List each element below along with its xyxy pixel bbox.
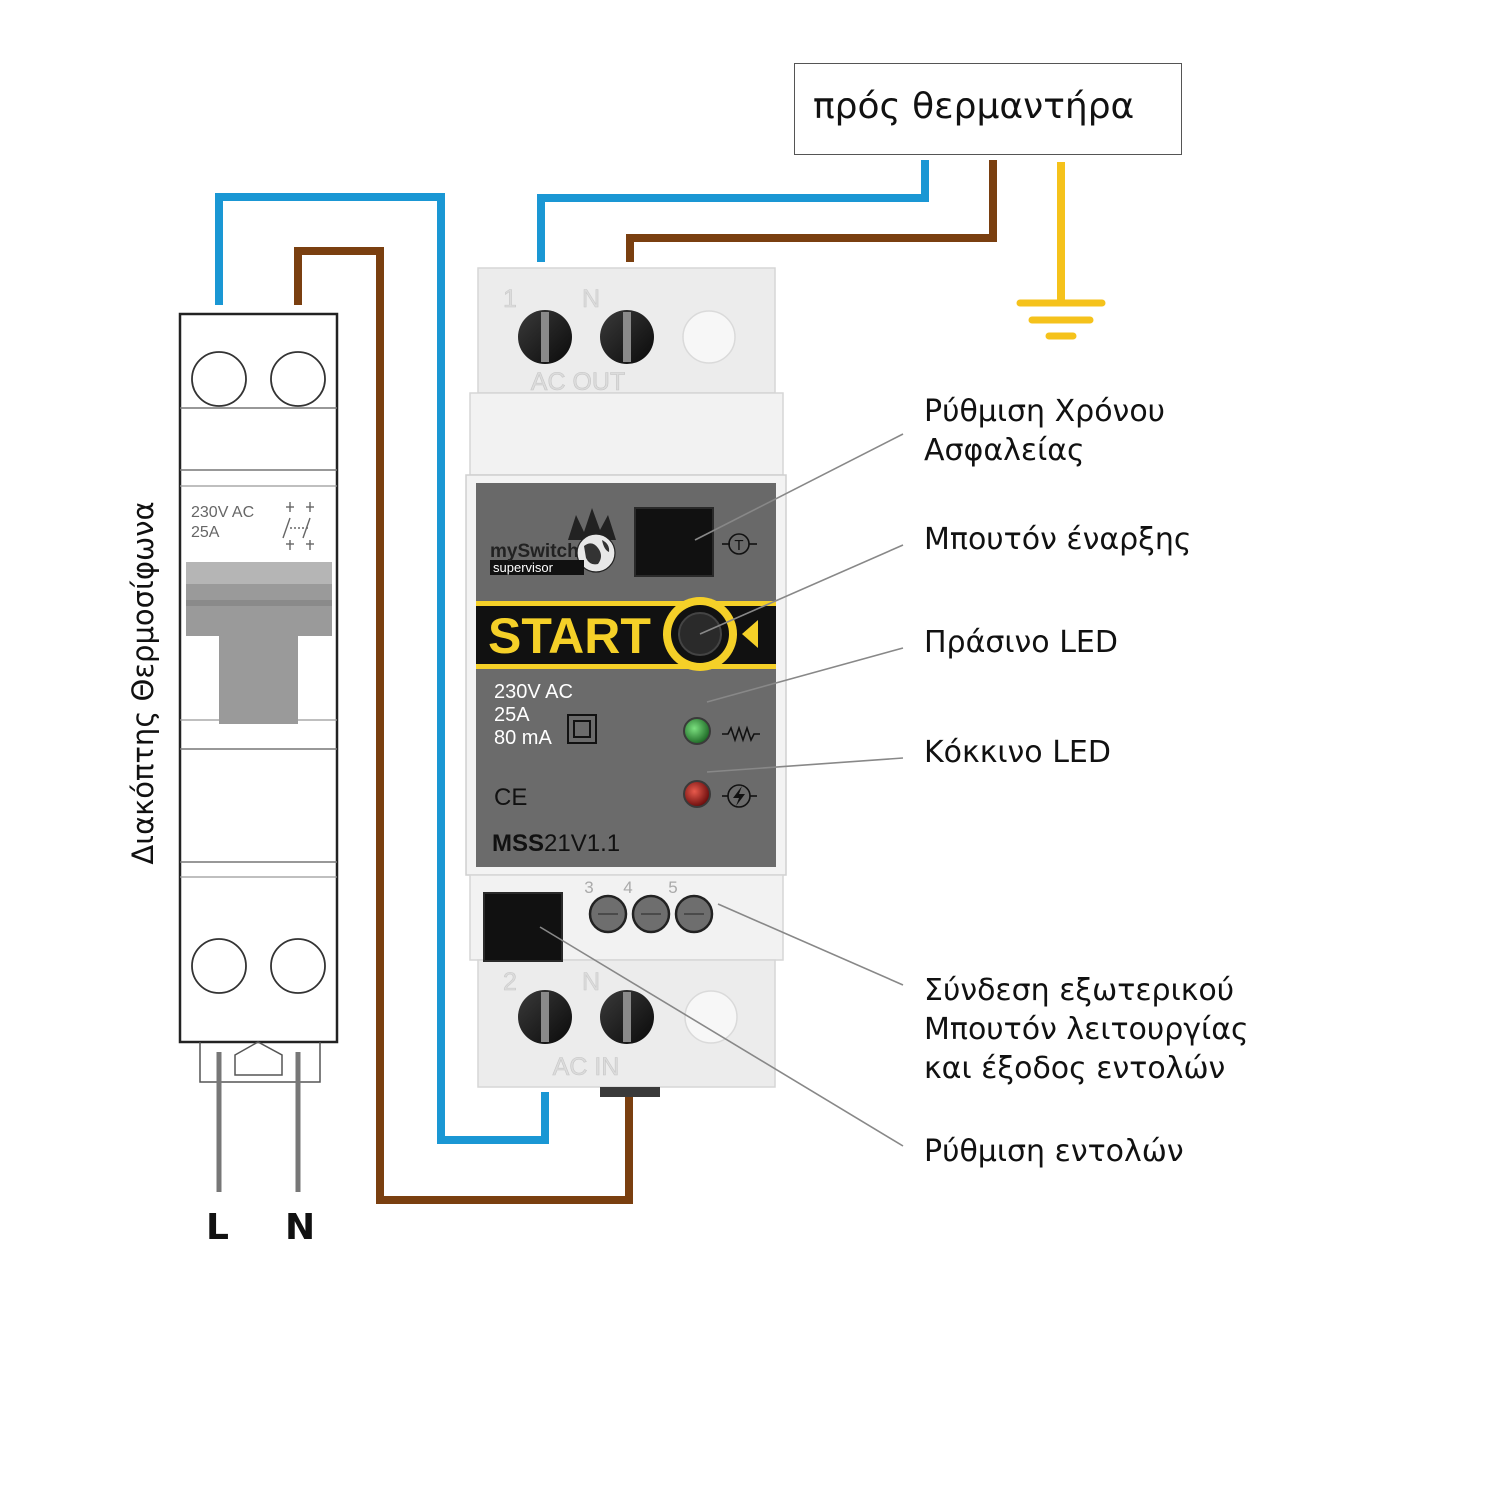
- live-wire-to-heater: [626, 160, 997, 262]
- myswitch-device: 1 N AC OUT mySwitch supervisor: [465, 267, 787, 1097]
- command-setting-switch[interactable]: [483, 892, 563, 962]
- spec-voltage: 230V AC: [494, 681, 573, 703]
- breaker-bottom-terminal-right: [270, 938, 326, 994]
- in-blank-socket: [684, 990, 738, 1044]
- switch-contact-icon: [282, 502, 314, 550]
- neutral-wire-breaker-to-ac-in: [215, 193, 549, 1144]
- neutral-wire-to-heater: [537, 160, 929, 262]
- safety-time-switch[interactable]: [634, 507, 714, 577]
- brand-sub: supervisor: [493, 560, 554, 575]
- model-number: MSS21V1.1: [492, 830, 620, 857]
- brand-name: mySwitch: [490, 541, 579, 562]
- mains-neutral-label: N: [285, 1207, 316, 1248]
- in-terminal-n-label: N: [582, 968, 600, 996]
- callout-command-setting: Ρύθμιση εντολών: [924, 1134, 1184, 1169]
- in-screw-n: [600, 990, 654, 1044]
- callout-red-led: Κόκκινο LED: [924, 735, 1111, 770]
- live-wire-breaker-to-ac-in: [294, 247, 633, 1204]
- ac-in-label: AC IN: [553, 1053, 620, 1081]
- double-insulation-icon: [567, 714, 597, 744]
- breaker-bottom-terminal-left: [191, 938, 247, 994]
- heater-box: πρός θερμαντήρα: [794, 63, 1182, 155]
- red-led: [683, 780, 711, 808]
- spec-current: 25A: [494, 704, 530, 726]
- aux-terminal-5-label: 5: [668, 878, 677, 897]
- out-screw-n: [600, 310, 654, 364]
- resistor-heater-icon: [722, 725, 760, 743]
- breaker-rating-voltage: 230V AC: [191, 504, 254, 521]
- mains-line-label: L: [206, 1207, 229, 1248]
- callout-start-button: Μπουτόν έναρξης: [924, 522, 1192, 557]
- in-screw-2: [518, 990, 572, 1044]
- start-arrow-icon: [742, 620, 758, 648]
- aux-terminal-3-label: 3: [584, 878, 593, 897]
- circuit-breaker: 230V AC 25A: [178, 312, 339, 1083]
- timer-symbol-icon: T: [722, 533, 757, 555]
- callout-green-led: Πράσινο LED: [924, 625, 1118, 660]
- aux-terminal-4-label: 4: [623, 878, 632, 897]
- breaker-toggle-lever[interactable]: [219, 636, 298, 724]
- out-terminal-1-label: 1: [503, 285, 517, 313]
- green-led: [683, 717, 711, 745]
- fault-lightning-icon: [722, 784, 757, 808]
- callout-safety-time: Ρύθμιση Χρόνου Ασφαλείας: [924, 394, 1166, 468]
- breaker-rating-current: 25A: [191, 524, 220, 541]
- breaker-label: Διακόπτης Θερμοσίφωνα: [126, 501, 160, 865]
- heater-label: πρός θερμαντήρα: [813, 86, 1135, 127]
- earth-ground-icon: [1016, 299, 1106, 340]
- out-terminal-n-label: N: [582, 285, 600, 313]
- out-blank-socket: [682, 310, 736, 364]
- out-screw-1: [518, 310, 572, 364]
- breaker-top-terminal-left: [191, 351, 247, 407]
- spec-leakage: 80 mA: [494, 727, 552, 749]
- breaker-top-terminal-right: [270, 351, 326, 407]
- in-terminal-2-label: 2: [503, 968, 517, 996]
- ce-mark: CE: [494, 784, 527, 811]
- ac-out-label: AC OUT: [531, 368, 625, 396]
- din-rail-clip: [199, 1041, 321, 1083]
- callout-leader-lines: [539, 433, 904, 1147]
- callout-external-connection: Σύνδεση εξωτερικού Μπουτόν λειτουργίας κ…: [924, 973, 1249, 1086]
- myswitch-logo: mySwitch supervisor: [490, 508, 616, 575]
- start-label: START: [488, 608, 651, 664]
- svg-text:T: T: [734, 537, 743, 554]
